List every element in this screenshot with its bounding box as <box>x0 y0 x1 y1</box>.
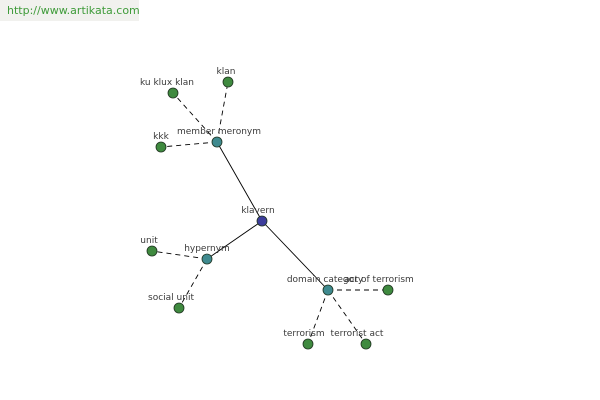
node-hypernym[interactable]: hypernym <box>184 244 230 265</box>
node-klavern[interactable]: klavern <box>241 206 275 227</box>
node-terrorist-act[interactable]: terrorist act <box>331 329 384 350</box>
node-marker-terrorist-act[interactable] <box>360 338 372 350</box>
edge-hypernym-to-unit <box>151 250 208 260</box>
node-kkk[interactable]: kkk <box>153 132 170 153</box>
node-marker-klavern[interactable] <box>256 215 268 227</box>
node-label-kkk: kkk <box>153 132 169 142</box>
node-marker-terrorism[interactable] <box>302 338 314 350</box>
node-label-social-unit: social unit <box>148 293 194 303</box>
edge-klavern-to-domain-category <box>261 220 329 291</box>
node-domain-category[interactable]: domain category <box>287 275 364 296</box>
node-label-klan: klan <box>217 67 236 77</box>
edge-member-meronym-to-kkk <box>160 141 218 148</box>
edge-member-meronym-to-ku-klux-klan <box>172 92 218 143</box>
node-label-terrorist-act: terrorist act <box>331 329 384 339</box>
node-label-domain-category: domain category <box>287 275 364 285</box>
node-label-klavern: klavern <box>241 206 274 216</box>
node-unit[interactable]: unit <box>140 236 158 257</box>
node-member-meronym[interactable]: member meronym <box>177 127 261 148</box>
node-klan[interactable]: klan <box>217 67 236 88</box>
node-marker-member-meronym[interactable] <box>211 136 223 148</box>
node-marker-kkk[interactable] <box>155 141 167 153</box>
node-marker-hypernym[interactable] <box>201 253 213 265</box>
site-url-watermark[interactable]: http://www.artikata.com <box>0 0 140 21</box>
node-label-member-meronym: member meronym <box>177 127 261 137</box>
edge-domain-category-to-terrorism <box>307 289 329 345</box>
edge-domain-category-to-terrorist-act <box>327 289 367 345</box>
node-marker-unit[interactable] <box>146 245 158 257</box>
edge-member-meronym-to-klan <box>216 81 229 143</box>
node-label-act-of-terrorism: act of terrorism <box>344 275 414 285</box>
node-ku-klux-klan[interactable]: ku klux klan <box>140 78 194 99</box>
node-marker-klan[interactable] <box>222 76 234 88</box>
edge-hypernym-to-social-unit <box>178 258 208 309</box>
node-act-of-terrorism[interactable]: act of terrorism <box>344 275 414 296</box>
node-marker-social-unit[interactable] <box>173 302 185 314</box>
node-marker-act-of-terrorism[interactable] <box>382 284 394 296</box>
node-label-terrorism: terrorism <box>283 329 324 339</box>
edge-klavern-to-member-meronym <box>216 141 263 222</box>
node-label-ku-klux-klan: ku klux klan <box>140 78 194 88</box>
node-label-hypernym: hypernym <box>184 244 230 254</box>
graph-edges <box>151 81 388 345</box>
node-marker-ku-klux-klan[interactable] <box>167 87 179 99</box>
edge-klavern-to-hypernym <box>206 220 263 260</box>
node-marker-domain-category[interactable] <box>322 284 334 296</box>
graph-nodes: klavern member meronym hypernym domain cate… <box>140 67 414 350</box>
node-label-unit: unit <box>140 236 158 246</box>
node-terrorism[interactable]: terrorism <box>283 329 325 350</box>
node-social-unit[interactable]: social unit <box>148 293 194 314</box>
